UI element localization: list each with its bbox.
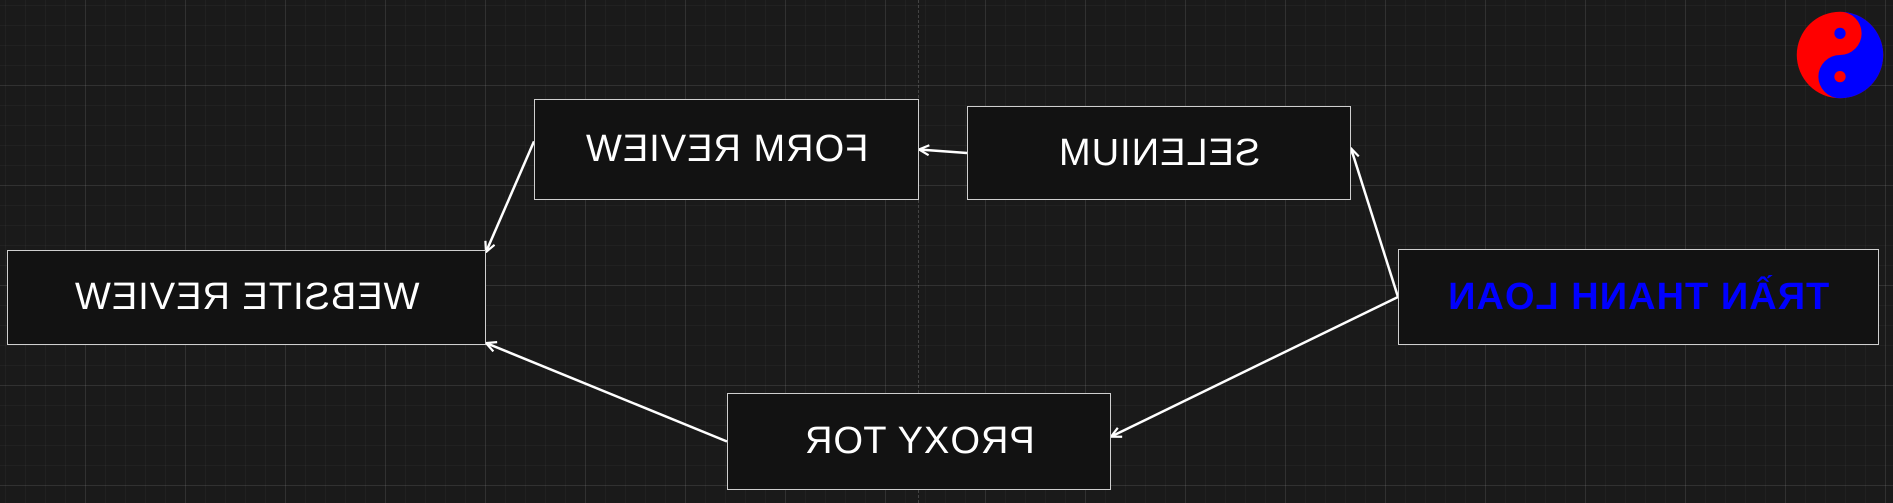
canvas-center-guide (918, 0, 919, 503)
node-author-label: TRẦN THANH LOAN (1447, 275, 1830, 318)
node-form-review-label: FORM REVIEW (584, 128, 869, 170)
node-selenium[interactable]: SELENIUM (967, 106, 1351, 200)
edge-author-to-proxy-tor (1111, 295, 1399, 437)
edge-form-review-to-website-review (486, 140, 536, 252)
node-website-review[interactable]: WEBSITE REVIEW (7, 250, 486, 345)
node-form-review[interactable]: FORM REVIEW (534, 99, 919, 200)
node-selenium-label: SELENIUM (1057, 131, 1261, 174)
edge-proxy-tor-to-website-review (486, 343, 728, 443)
yin-yang-icon (1796, 11, 1884, 99)
edge-author-to-selenium (1351, 148, 1400, 298)
edge-selenium-to-form-review (919, 150, 968, 154)
node-proxy-tor-label: PROXY TOR (803, 420, 1035, 462)
node-author[interactable]: TRẦN THANH LOAN (1398, 249, 1879, 345)
node-website-review-label: WEBSITE REVIEW (73, 276, 420, 318)
node-proxy-tor[interactable]: PROXY TOR (727, 393, 1111, 490)
